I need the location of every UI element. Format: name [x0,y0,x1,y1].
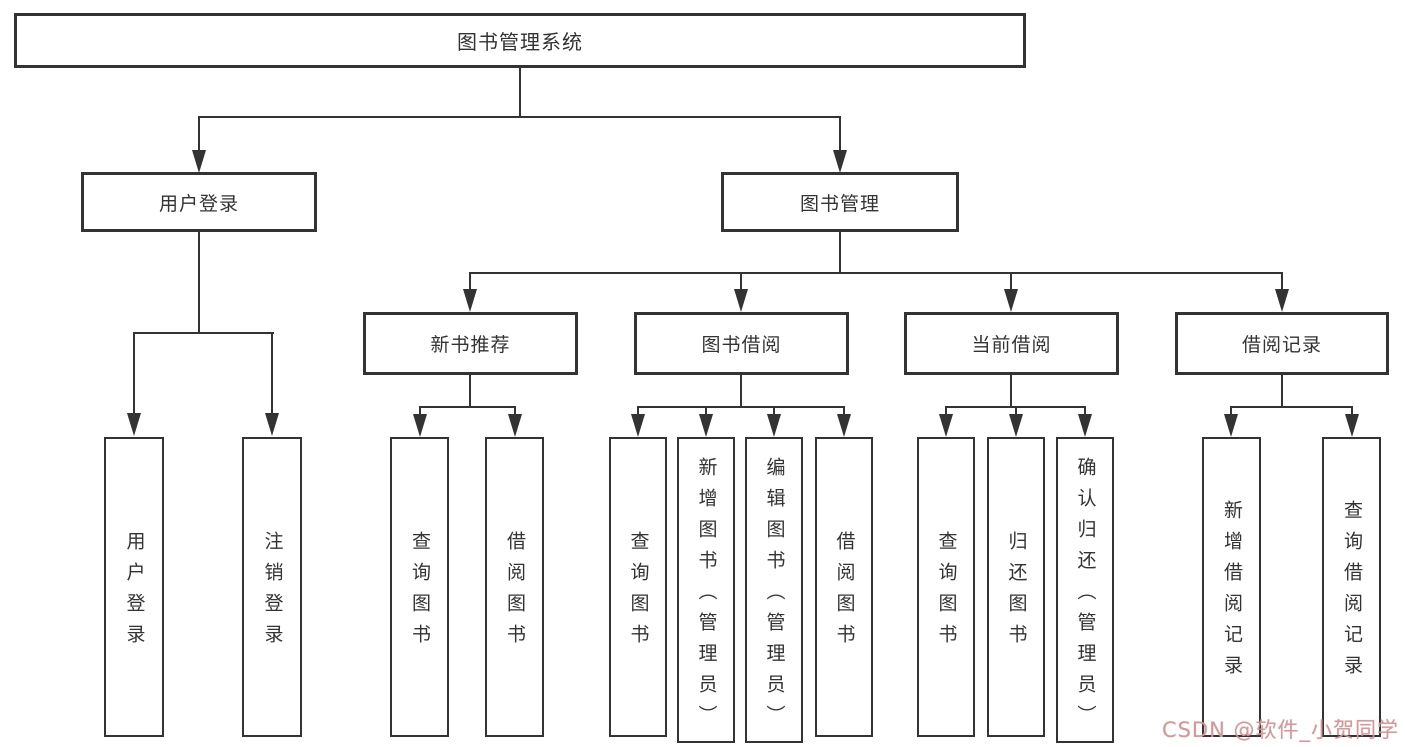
arrowhead-user-login [192,150,206,173]
node-user-login: 用户登录 [81,172,317,232]
leaf-borrow-borrow-books-label: 借阅图书 [833,531,856,655]
connector-to-new-book [469,272,471,292]
leaf-newbook-borrow-books: 借阅图书 [485,437,544,737]
leaf-newbook-query-books: 查询图书 [390,437,449,737]
arrowhead-records-c2 [1345,414,1359,437]
csdn-watermark: CSDN @软件_小贺同学 [1161,718,1399,742]
connector-bookborrow-c4 [843,406,845,416]
connector-currentborrow-c1 [945,406,947,416]
connector-bookborrow-c2 [705,406,707,416]
connector-records-bar [1230,406,1353,408]
leaf-current-query-books-label: 查询图书 [935,531,958,655]
leaf-return-books: 归还图书 [987,437,1045,737]
leaf-logout: 注销登录 [242,437,302,737]
connector-newbook-bar [419,406,516,408]
leaf-confirm-return-admin: 确认归还（管理员） [1056,437,1114,743]
leaf-borrow-query-books-label: 查询图书 [627,531,650,655]
connector-currentborrow-c3 [1084,406,1086,416]
arrowhead-leaf-login [127,413,141,436]
arrowhead-currentborrow-c3 [1078,414,1092,437]
leaf-return-books-label: 归还图书 [1005,531,1028,655]
connector-newbook-c1 [419,406,421,416]
node-new-book-recommend-label: 新书推荐 [430,334,511,356]
node-book-borrowing: 图书借阅 [634,312,849,375]
node-new-book-recommend: 新书推荐 [363,312,578,375]
leaf-logout-label: 注销登录 [261,531,284,655]
connector-to-current-borrow [1010,272,1012,292]
connector-root-bar [198,116,841,118]
node-library-system-label: 图书管理系统 [457,30,583,54]
arrowhead-newbook-c1 [413,414,427,437]
connector-to-leaf-login [133,332,135,414]
node-user-login-label: 用户登录 [158,192,239,215]
leaf-add-books-admin: 新增图书（管理员） [677,437,735,743]
leaf-edit-books-admin: 编辑图书（管理员） [745,437,803,743]
node-library-system: 图书管理系统 [14,13,1026,68]
node-borrowing-records-label: 借阅记录 [1241,334,1322,356]
node-borrowing-records: 借阅记录 [1175,312,1389,375]
connector-bookborrow-c3 [773,406,775,416]
node-book-borrowing-label: 图书借阅 [701,334,782,356]
connector-bookmgmt-bar [469,272,1283,274]
connector-bookmgmt-stem [839,232,841,274]
arrowhead-currentborrow-c2 [1009,414,1023,437]
connector-newbook-c2 [514,406,516,416]
connector-currentborrow-stem [1010,375,1012,408]
leaf-add-books-admin-label: 新增图书（管理员） [695,456,718,736]
arrowhead-bookborrow-c4 [837,414,851,437]
arrowhead-bookborrow-c3 [767,414,781,437]
arrowhead-current-borrow [1004,289,1018,312]
arrowhead-bookborrow-c1 [631,414,645,437]
leaf-query-borrow-record-label: 查询借阅记录 [1341,500,1363,686]
connector-newbook-stem [469,375,471,408]
arrowhead-currentborrow-c1 [939,414,953,437]
leaf-current-query-books: 查询图书 [917,437,975,737]
connector-to-user-login [198,116,200,152]
connector-to-leaf-logout [271,332,273,414]
connector-to-borrow-records [1281,272,1283,292]
leaf-edit-books-admin-label: 编辑图书（管理员） [763,456,786,736]
connector-records-stem [1281,375,1283,408]
arrowhead-bookborrow-c2 [699,414,713,437]
leaf-confirm-return-admin-label: 确认归还（管理员） [1074,456,1097,736]
leaf-user-login: 用户登录 [104,437,164,737]
connector-userlogin-bar [133,332,274,334]
connector-bookborrow-stem [740,375,742,408]
node-book-management: 图书管理 [721,172,959,232]
connector-bookborrow-bar [637,406,845,408]
arrowhead-new-book [463,289,477,312]
leaf-add-borrow-record: 新增借阅记录 [1202,437,1261,737]
connector-to-book-mgmt [839,116,841,152]
node-book-management-label: 图书管理 [799,192,880,215]
arrowhead-newbook-c2 [508,414,522,437]
connector-to-book-borrow [740,272,742,292]
arrowhead-records-c1 [1224,414,1238,437]
arrowhead-book-borrow [734,289,748,312]
arrowhead-borrow-records [1275,289,1289,312]
connector-bookborrow-c1 [637,406,639,416]
connector-records-c1 [1230,406,1232,416]
connector-userlogin-stem [198,232,200,334]
leaf-borrow-query-books: 查询图书 [609,437,667,737]
leaf-user-login-label: 用户登录 [123,531,146,655]
leaf-newbook-borrow-books-label: 借阅图书 [504,531,526,655]
connector-root-stem [519,68,521,118]
leaf-query-borrow-record: 查询借阅记录 [1322,437,1381,737]
arrowhead-book-mgmt [833,150,847,173]
node-current-borrowing: 当前借阅 [904,312,1119,375]
connector-records-c2 [1351,406,1353,416]
connector-currentborrow-c2 [1015,406,1017,416]
arrowhead-leaf-logout [265,413,279,436]
leaf-add-borrow-record-label: 新增借阅记录 [1221,500,1243,686]
leaf-newbook-query-books-label: 查询图书 [409,531,431,655]
leaf-borrow-borrow-books: 借阅图书 [815,437,873,737]
node-current-borrowing-label: 当前借阅 [971,334,1052,356]
